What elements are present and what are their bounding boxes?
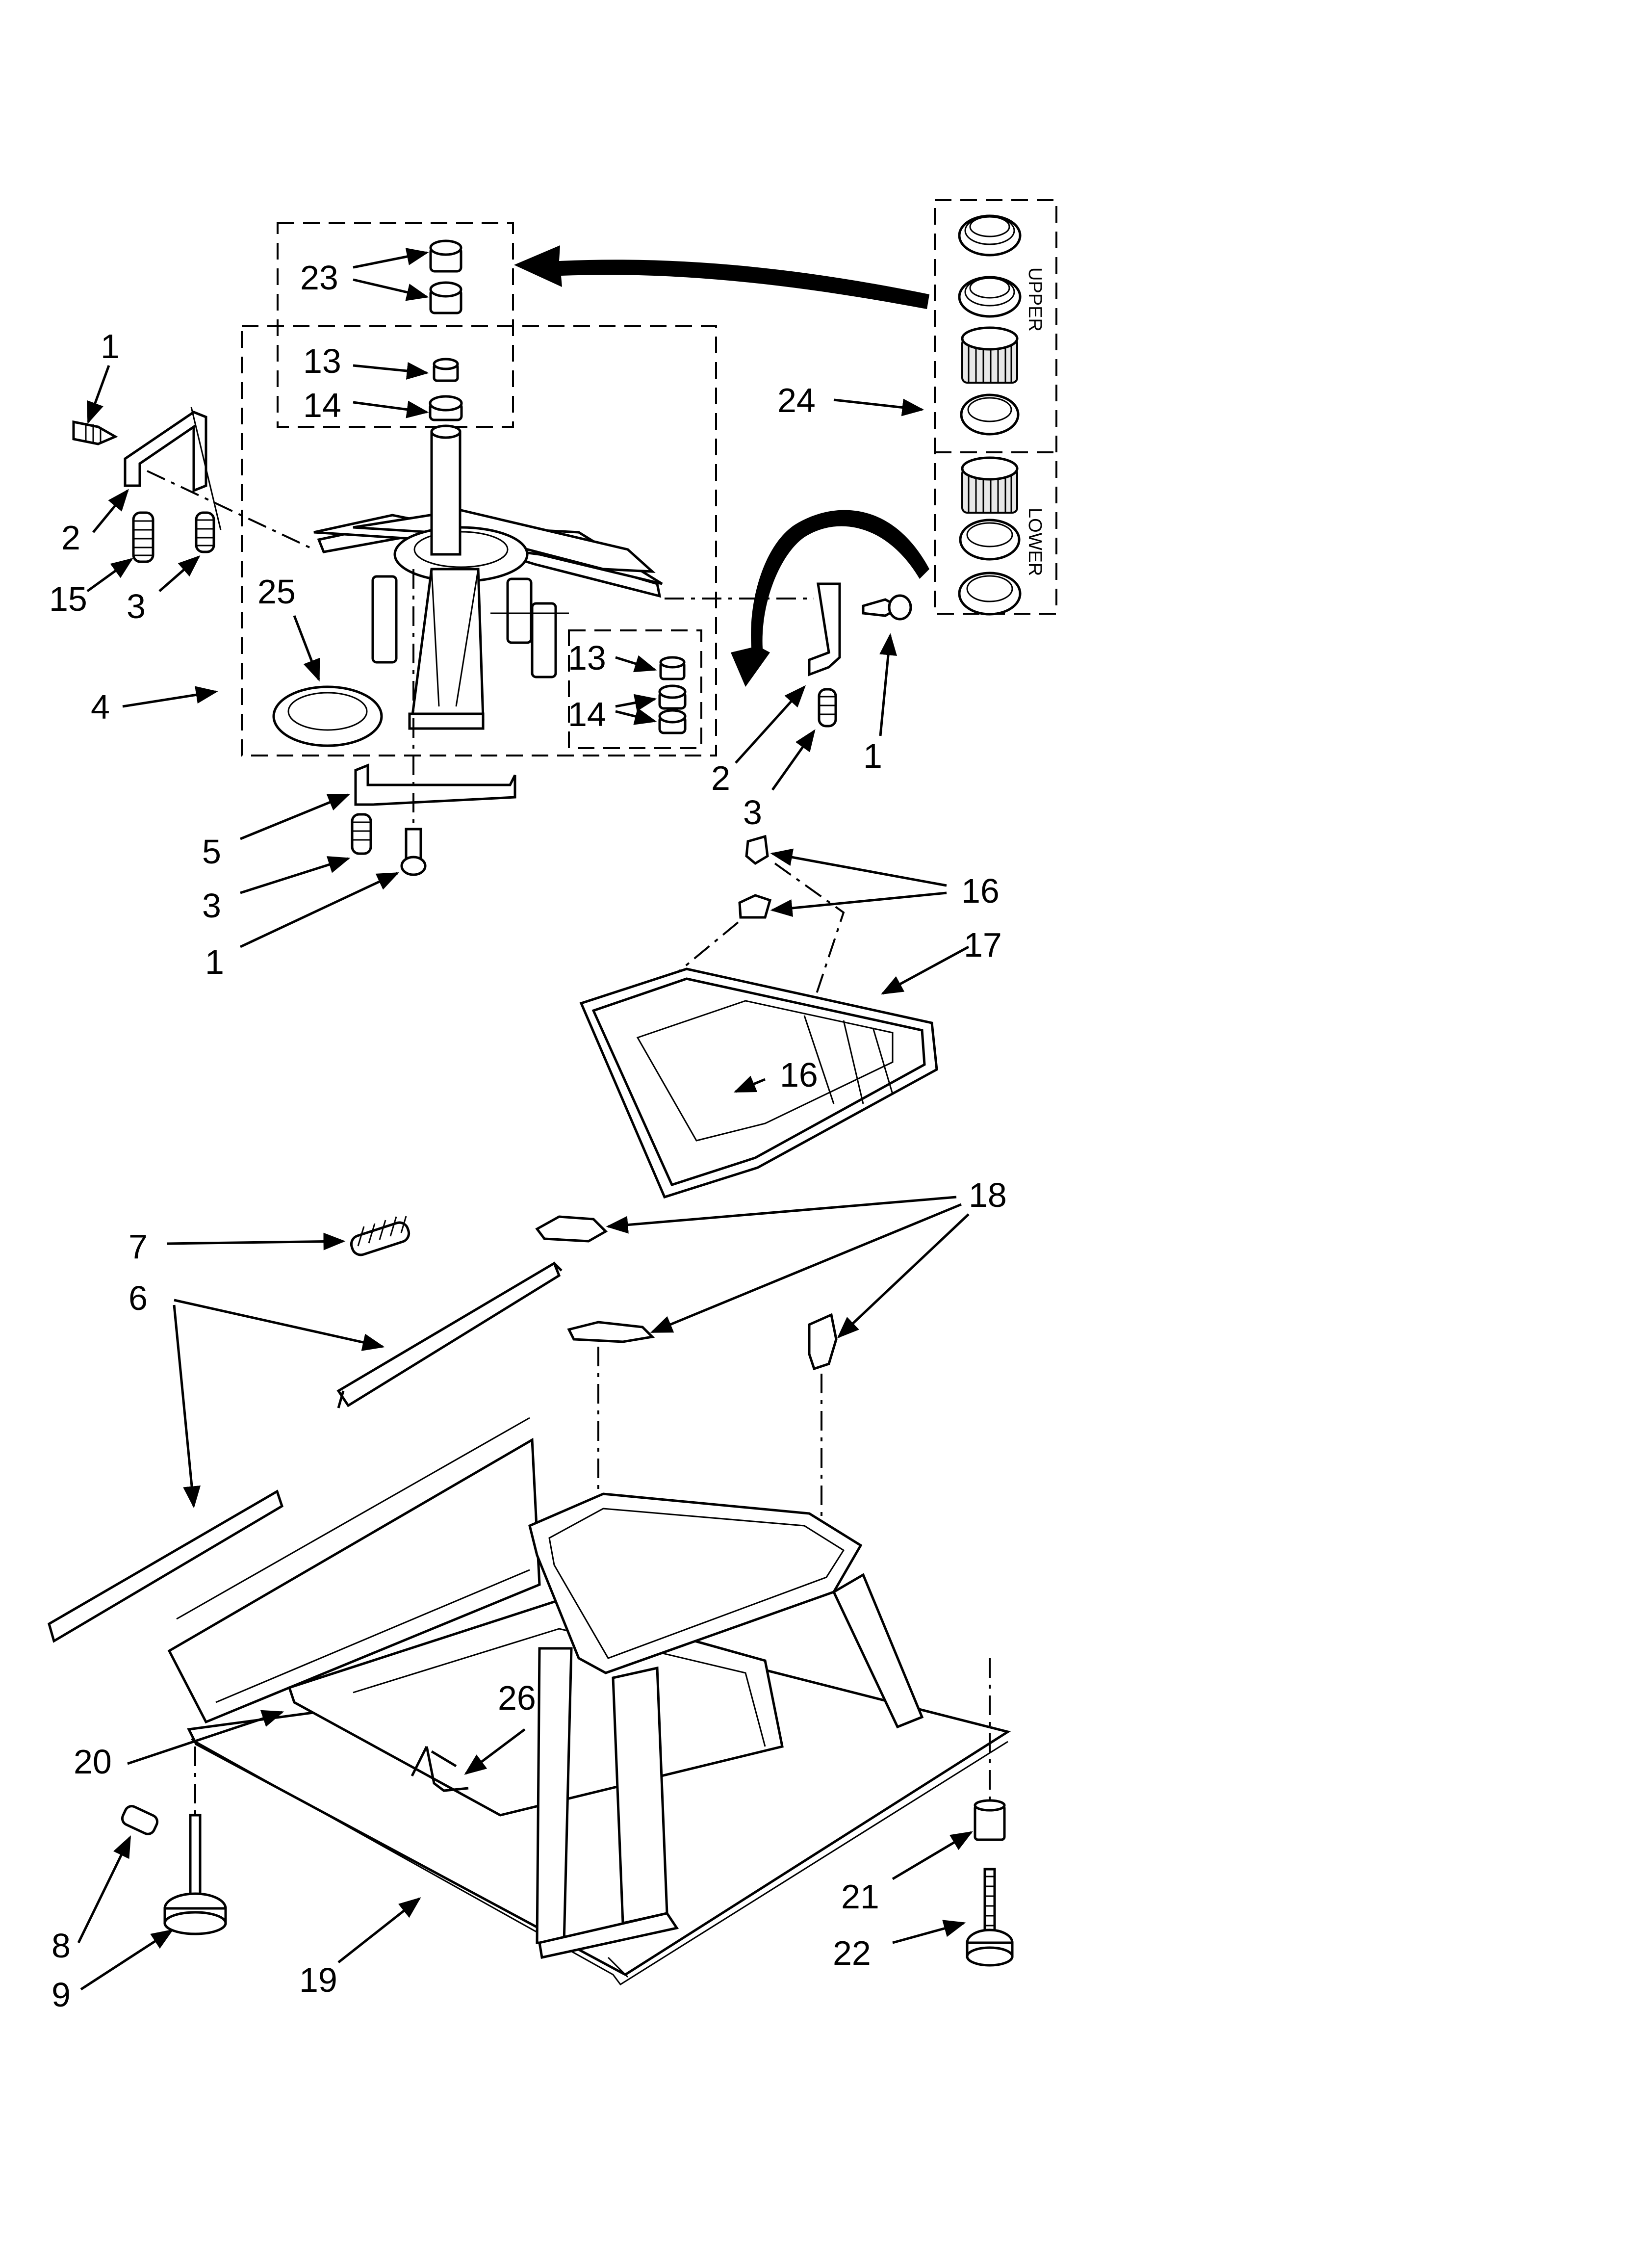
callout-17: 17	[964, 926, 1002, 964]
bushing-14-lower-a	[658, 684, 687, 710]
clip-18-b	[567, 1321, 655, 1343]
callout-22: 22	[833, 1934, 871, 1972]
callout-18: 18	[969, 1176, 1007, 1214]
leveling-foot-right	[966, 1658, 1014, 1967]
callout-5: 5	[202, 833, 221, 871]
screw-1-left	[72, 420, 118, 445]
upper-bushing-box	[277, 222, 514, 428]
callout-16b: 16	[780, 1056, 818, 1094]
bushing-13-lower	[659, 656, 686, 680]
callout-3c: 3	[202, 886, 221, 925]
callout-25: 25	[257, 573, 296, 611]
bushing-23-bottom	[429, 281, 462, 314]
spring-3-right	[818, 688, 837, 728]
right-bracket-group	[665, 582, 912, 728]
lower-label: LOWER	[1025, 508, 1045, 576]
kit-upper-ring-2	[958, 276, 1022, 318]
spring-3-left	[195, 511, 215, 553]
bracket-5	[354, 763, 516, 806]
kit-lower-washer	[958, 572, 1022, 616]
bushing-23-top	[429, 239, 462, 273]
seal-ring-25	[272, 685, 383, 747]
screw-1-bottom	[400, 828, 427, 876]
hook-26	[410, 1746, 469, 1792]
left-bracket-group	[72, 407, 314, 563]
clip-16-a	[745, 834, 769, 865]
bracket-2-right	[808, 582, 841, 677]
callout-24: 24	[777, 381, 816, 419]
clip-16-b	[738, 894, 772, 919]
callout-7: 7	[128, 1227, 148, 1266]
base-frame	[167, 1417, 1011, 1986]
kit-lower-ring	[959, 519, 1021, 561]
bushing-kit: UPPER LOWER	[958, 214, 1045, 616]
clip-18-a	[535, 1215, 608, 1243]
lower-bushings	[658, 656, 687, 734]
callout-20: 20	[74, 1743, 112, 1781]
strap-6-lower	[48, 1489, 284, 1643]
spring-7	[350, 1216, 410, 1256]
callout-15: 15	[49, 580, 87, 618]
callout-13a: 13	[303, 342, 341, 380]
lower-bushing-box	[568, 629, 702, 749]
foot-cap-8	[121, 1805, 159, 1835]
callout-4: 4	[91, 688, 110, 726]
leveling-foot-left	[121, 1747, 227, 1935]
upper-label: UPPER	[1025, 267, 1045, 332]
kit-upper-gear	[961, 326, 1019, 384]
callout-2a: 2	[61, 519, 80, 557]
spring-3-bottom	[351, 813, 372, 855]
callout-1b: 1	[863, 737, 882, 775]
kit-lower-gear	[961, 456, 1019, 514]
upper-bushings	[429, 239, 463, 421]
clip-18-c	[808, 1313, 838, 1371]
kit-to-lower-arrow	[731, 510, 929, 687]
callout-14a: 14	[303, 386, 341, 424]
kit-to-upper-arrow	[514, 245, 929, 309]
callout-9: 9	[51, 1976, 71, 2014]
bracket-5-group	[351, 569, 516, 876]
spring-15	[132, 511, 154, 563]
group-boxes	[241, 199, 1057, 756]
kit-upper-washer	[960, 393, 1020, 436]
leader-arrows	[77, 248, 973, 1991]
callout-3b: 3	[743, 793, 762, 832]
agitator-assembly-box	[241, 325, 717, 756]
callout-3a: 3	[127, 587, 146, 626]
callout-2b: 2	[711, 759, 730, 797]
callout-8: 8	[51, 1927, 71, 1965]
screw-1-right	[862, 594, 912, 621]
callout-19: 19	[299, 1961, 337, 1999]
callout-13b: 13	[568, 639, 606, 677]
callout-6: 6	[128, 1279, 148, 1317]
callout-1a: 1	[101, 327, 120, 365]
callout-23: 23	[300, 259, 338, 297]
bushing-21	[974, 1799, 1006, 1841]
bracket-2-left	[124, 411, 207, 493]
callout-26: 26	[498, 1679, 536, 1717]
bushing-14-upper	[429, 395, 463, 421]
bushing-13-upper	[433, 358, 459, 382]
bushing-14-lower-b	[658, 709, 687, 734]
callout-labels: 1 2 15 3 25 4 23 13 14 24 13 14 2 3 1 5 …	[49, 259, 1007, 2014]
callout-21: 21	[841, 1877, 879, 1916]
kit-upper-ring-1	[958, 214, 1022, 257]
strap-6-upper	[336, 1261, 563, 1408]
callout-14b: 14	[568, 695, 606, 733]
callout-16a: 16	[961, 872, 1000, 910]
suspension-assembly	[313, 424, 663, 730]
callout-1c: 1	[205, 943, 224, 981]
